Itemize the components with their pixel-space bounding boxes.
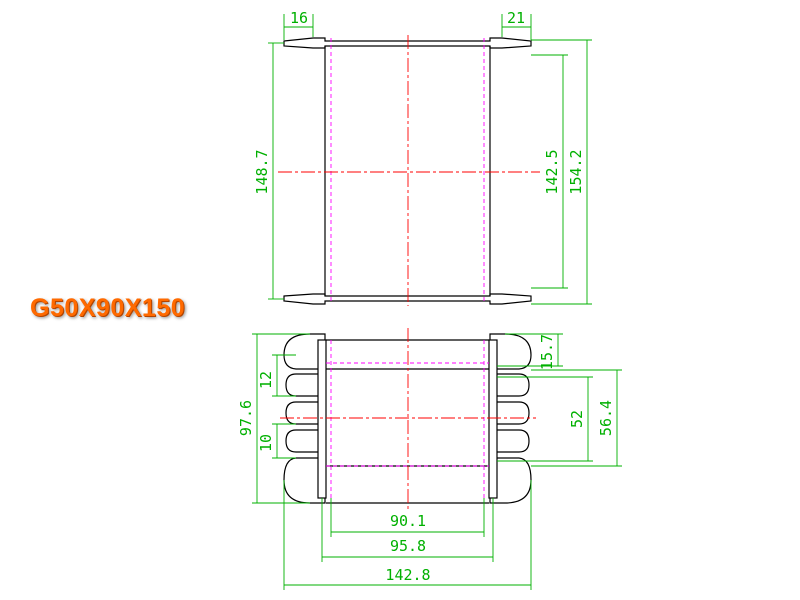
top-view: 16 21 148.7 142.5 154.2 <box>253 9 592 306</box>
dim-width-total: 142.8 <box>283 480 532 590</box>
dim-label: 10 <box>257 434 275 452</box>
left-comb-flange <box>283 333 326 504</box>
front-view: 97.6 12 10 15.7 52 <box>237 328 622 590</box>
dim-slot-pitch-bottom: 10 <box>257 423 296 459</box>
left-wall-strip <box>317 339 327 499</box>
dim-label: 21 <box>507 9 525 27</box>
dim-label: 154.2 <box>567 149 585 194</box>
right-wall-strip <box>488 339 498 499</box>
dim-label: 56.4 <box>597 400 615 436</box>
dim-label: 148.7 <box>253 149 271 194</box>
dim-height-left: 148.7 <box>253 42 284 300</box>
dim-inner-height: 52 <box>497 376 593 462</box>
dim-slot-pitch-top: 12 <box>257 354 296 397</box>
dim-top-flange-left: 16 <box>283 9 314 40</box>
dim-height-inner: 142.5 <box>531 54 568 289</box>
top-flange <box>283 37 532 49</box>
dim-label: 95.8 <box>390 537 426 555</box>
model-title: G50X90X150 <box>30 294 186 322</box>
dim-label: 12 <box>257 371 275 389</box>
bottom-flange <box>283 293 532 305</box>
dim-outer-height: 56.4 <box>531 369 622 467</box>
dim-label: 16 <box>290 9 308 27</box>
dim-top-offset: 15.7 <box>497 333 563 370</box>
dim-height-outer: 154.2 <box>531 39 592 305</box>
dim-label: 90.1 <box>390 512 426 530</box>
dim-side-height: 97.6 <box>237 333 310 504</box>
dim-label: 142.5 <box>543 149 561 194</box>
dim-width-mid: 95.8 <box>321 498 494 562</box>
dim-top-flange-right: 21 <box>501 9 532 40</box>
dim-label: 97.6 <box>237 400 255 436</box>
dim-label: 15.7 <box>538 334 556 370</box>
dim-label: 52 <box>568 410 586 428</box>
dim-width-inner: 90.1 <box>330 498 485 537</box>
dim-label: 142.8 <box>385 566 430 584</box>
